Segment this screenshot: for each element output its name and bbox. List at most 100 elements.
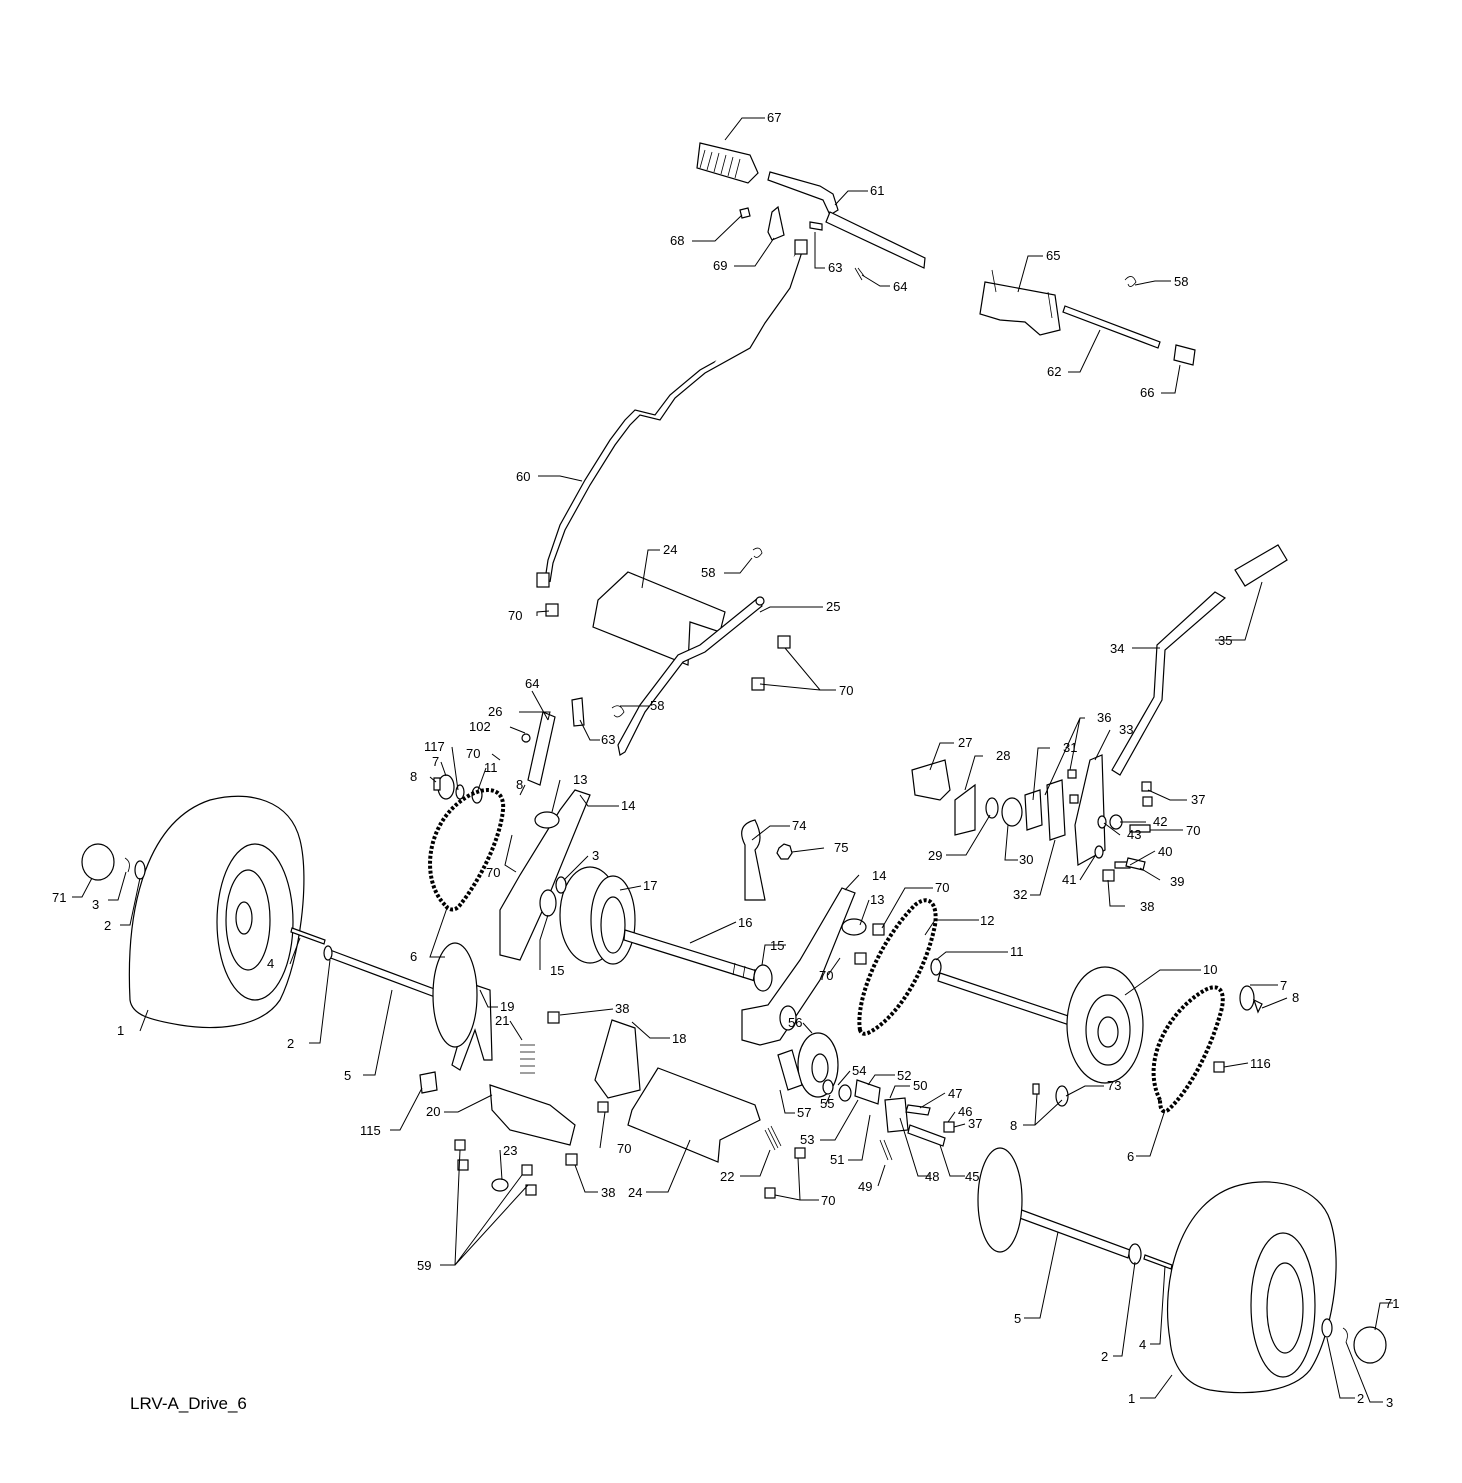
callout-21: 21: [495, 1013, 509, 1028]
clip-58b: [752, 547, 763, 558]
screw-36: [1067, 769, 1079, 804]
drum-17: [559, 866, 636, 965]
pin-63: [809, 221, 823, 231]
pedal-24-upper: [592, 571, 726, 666]
bracket-65: [979, 269, 1061, 336]
callout-70: 70: [821, 1193, 835, 1208]
callout-41: 41: [1062, 872, 1076, 887]
callout-40: 40: [1158, 844, 1172, 859]
callout-75: 75: [834, 840, 848, 855]
callout-24: 24: [663, 542, 677, 557]
washer-29: [985, 797, 999, 819]
nut-70f: [872, 923, 885, 936]
callout-71: 71: [1385, 1296, 1399, 1311]
rod-25: [617, 596, 765, 756]
diagram-title: LRV-A_Drive_6: [130, 1394, 247, 1413]
callout-70: 70: [617, 1141, 631, 1156]
callout-38: 38: [1140, 899, 1154, 914]
leader-lines: [72, 117, 1393, 1403]
callout-102: 102: [469, 719, 491, 734]
key-4b: [1143, 1254, 1173, 1270]
lever-61: [767, 171, 926, 269]
callout-56: 56: [788, 1015, 802, 1030]
callout-116: 116: [1250, 1056, 1271, 1071]
callout-64: 64: [525, 676, 539, 691]
clip-58c: [611, 705, 625, 718]
spring-22: [764, 1125, 782, 1151]
plate-32: [1046, 779, 1066, 841]
callout-54: 54: [852, 1063, 866, 1078]
axle-5-left: [323, 945, 446, 1001]
callout-61: 61: [870, 183, 884, 198]
callout-8: 8: [410, 769, 417, 784]
callout-38: 38: [601, 1185, 615, 1200]
callout-115: 115: [360, 1123, 381, 1138]
callout-2: 2: [1101, 1349, 1108, 1364]
clip-3b: [124, 857, 130, 873]
parts-52-55: [822, 1079, 881, 1105]
part-31: [1024, 789, 1043, 831]
chain-6-right: [1151, 985, 1225, 1114]
callout-70: 70: [486, 865, 500, 880]
plate-33: [1074, 754, 1106, 866]
callout-16: 16: [738, 915, 752, 930]
callout-63: 63: [601, 732, 615, 747]
callout-35: 35: [1218, 633, 1232, 648]
nut-116: [1213, 1061, 1225, 1073]
callout-15: 15: [770, 938, 784, 953]
screw-102: [521, 733, 531, 743]
callout-2: 2: [1357, 1391, 1364, 1406]
screw-8b: [1252, 998, 1263, 1014]
callout-49: 49: [858, 1179, 872, 1194]
callout-70: 70: [819, 968, 833, 983]
bearing-15b: [753, 964, 773, 992]
wheel-1-right: [1167, 1181, 1337, 1394]
clip-3c: [1342, 1327, 1348, 1343]
nut-38c: [565, 1153, 578, 1166]
callout-27: 27: [958, 735, 972, 750]
callout-70: 70: [935, 880, 949, 895]
chain-12: [857, 898, 938, 1036]
bracket-57: [777, 1049, 803, 1091]
screw-68: [739, 207, 751, 219]
callout-45: 45: [965, 1169, 979, 1184]
callout-8: 8: [1292, 990, 1299, 1005]
callout-38: 38: [615, 1001, 629, 1016]
callout-28: 28: [996, 748, 1010, 763]
callout-29: 29: [928, 848, 942, 863]
handle-34: [1111, 591, 1227, 776]
plate-14-left: [499, 789, 591, 961]
callout-4: 4: [1139, 1337, 1146, 1352]
part-30: [1001, 797, 1023, 827]
callout-15: 15: [550, 963, 564, 978]
cap-71-left: [81, 843, 115, 881]
parts-45-50: [879, 1097, 955, 1161]
callout-70: 70: [466, 746, 480, 761]
chain-6-left: [428, 788, 506, 912]
callout-12: 12: [980, 913, 994, 928]
sprocket-left-large: [432, 942, 478, 1048]
callout-46: 46: [958, 1104, 972, 1119]
callout-70: 70: [508, 608, 522, 623]
callout-6: 6: [410, 949, 417, 964]
callout-74: 74: [792, 818, 806, 833]
callout-33: 33: [1119, 722, 1133, 737]
washer-2c: [1128, 1243, 1142, 1265]
callout-69: 69: [713, 258, 727, 273]
callout-37: 37: [1191, 792, 1205, 807]
callout-66: 66: [1140, 385, 1154, 400]
spacer-13b: [841, 918, 867, 936]
callout-59: 59: [417, 1258, 431, 1273]
callout-2: 2: [287, 1036, 294, 1051]
callout-48: 48: [925, 1169, 939, 1184]
nut-70b: [777, 635, 791, 649]
clamp-23: [491, 1178, 509, 1192]
bracket-27: [911, 759, 951, 801]
nut-38b: [547, 1011, 560, 1024]
callout-68: 68: [670, 233, 684, 248]
washer-2d: [1321, 1318, 1333, 1338]
callout-65: 65: [1046, 248, 1060, 263]
callout-57: 57: [797, 1105, 811, 1120]
